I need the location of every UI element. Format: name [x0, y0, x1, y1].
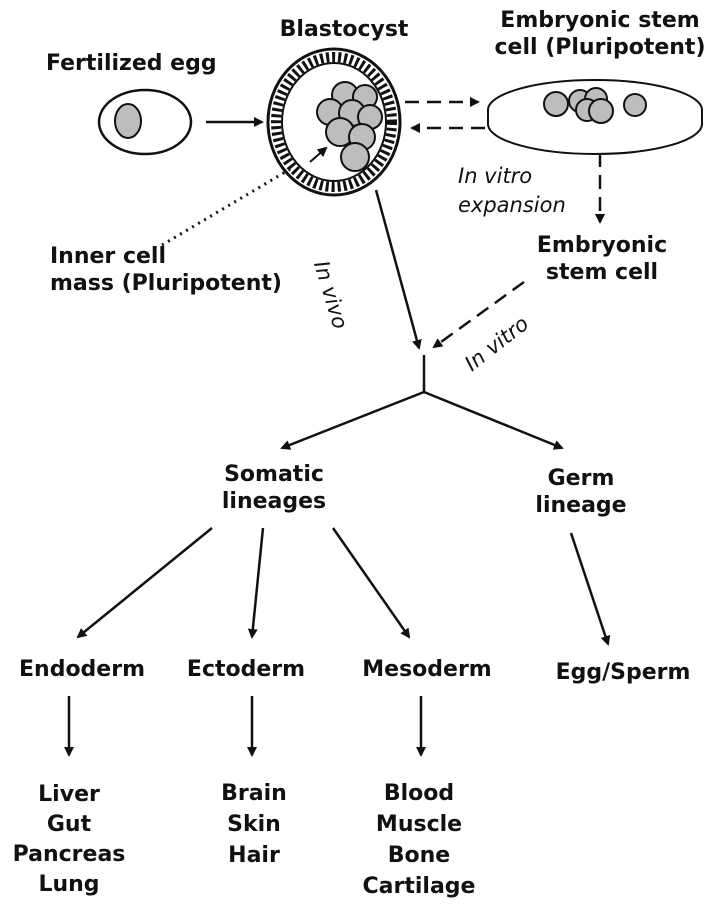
- arrow-to-endoderm: [78, 528, 212, 637]
- label-embryonic-stem-cell: Embryonic stem cell: [537, 232, 667, 286]
- label-germ-line2: lineage: [535, 492, 626, 519]
- label-blastocyst: Blastocyst: [280, 16, 409, 43]
- arrow-to-ectoderm: [252, 528, 263, 637]
- blastocyst-cell: [268, 49, 400, 195]
- tissue-item: Blood: [363, 778, 476, 809]
- arrow-to-somatic: [282, 392, 424, 448]
- tissue-item: Brain: [221, 778, 287, 809]
- label-somatic-line2: lineages: [222, 488, 326, 515]
- tissue-item: Liver: [13, 780, 126, 810]
- label-mesoderm: Mesoderm: [362, 656, 491, 683]
- label-somatic-lineages: Somatic lineages: [222, 461, 326, 515]
- tissue-item: Hair: [221, 840, 287, 871]
- tissue-item: Skin: [221, 809, 287, 840]
- arrow-to-germ: [424, 392, 562, 448]
- label-in-vitro-expansion-line1: In vitro: [458, 162, 566, 191]
- tissue-item: Pancreas: [13, 840, 126, 870]
- petri-dish: [488, 80, 702, 154]
- icm-pointer-dotted: [162, 168, 292, 245]
- label-endoderm: Endoderm: [19, 656, 145, 683]
- label-in-vitro-expansion-line2: expansion: [458, 191, 566, 220]
- label-esc-pluripotent-line1: Embryonic stem: [494, 7, 705, 34]
- label-esc-line2: stem cell: [537, 259, 667, 286]
- tissue-item: Gut: [13, 810, 126, 840]
- arrow-to-mesoderm: [333, 528, 409, 637]
- mesoderm-tissue-list: Blood Muscle Bone Cartilage: [363, 778, 476, 902]
- label-esc-pluripotent-line2: cell (Pluripotent): [494, 34, 705, 61]
- tissue-item: Lung: [13, 870, 126, 900]
- label-inner-cell-mass: Inner cell mass (Pluripotent): [50, 243, 282, 297]
- label-in-vitro-expansion: In vitro expansion: [458, 162, 566, 220]
- tissue-item: Cartilage: [363, 871, 476, 902]
- label-icm-line2: mass (Pluripotent): [50, 270, 282, 297]
- label-fertilized-egg: Fertilized egg: [46, 50, 217, 77]
- fertilized-egg-cell: [99, 90, 191, 154]
- arrow-in-vivo: [376, 190, 419, 348]
- label-icm-line1: Inner cell: [50, 243, 282, 270]
- label-esc-pluripotent: Embryonic stem cell (Pluripotent): [494, 7, 705, 61]
- arrow-to-egg-sperm: [571, 533, 608, 644]
- tissue-item: Bone: [363, 840, 476, 871]
- label-egg-sperm: Egg/Sperm: [556, 659, 691, 686]
- label-germ-lineage: Germ lineage: [535, 465, 626, 519]
- tissue-item: Muscle: [363, 809, 476, 840]
- label-ectoderm: Ectoderm: [187, 656, 305, 683]
- label-somatic-line1: Somatic: [222, 461, 326, 488]
- endoderm-tissue-list: Liver Gut Pancreas Lung: [13, 780, 126, 900]
- ectoderm-tissue-list: Brain Skin Hair: [221, 778, 287, 871]
- label-esc-line1: Embryonic: [537, 232, 667, 259]
- label-germ-line1: Germ: [535, 465, 626, 492]
